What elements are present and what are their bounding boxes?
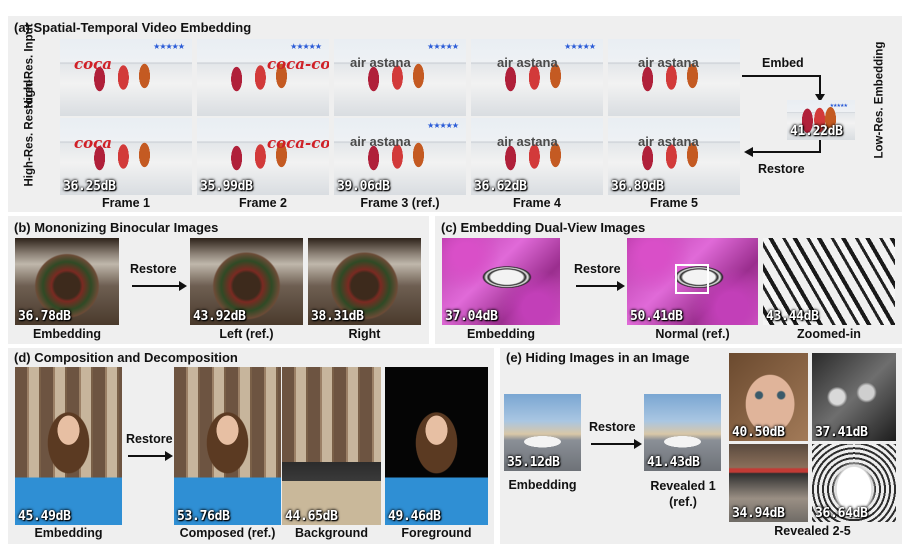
restore-label-a: Restore bbox=[758, 162, 805, 176]
caption-b-embedding: Embedding bbox=[32, 327, 102, 341]
binocular-embedding: 36.78dB bbox=[15, 238, 119, 325]
psnr-frame-5: 36.80dB bbox=[611, 179, 664, 194]
caption-d-foreground: Foreground bbox=[401, 526, 472, 540]
caption-d-embedding: Embedding bbox=[34, 526, 103, 540]
dual-view-zoomed: 43.44dB bbox=[763, 238, 895, 325]
panel-c-title: (c) Embedding Dual-View Images bbox=[441, 220, 646, 235]
frame-caption-3: Frame 3 (ref.) bbox=[360, 196, 440, 210]
frame-4-restored: air astana 36.62dB bbox=[471, 118, 603, 195]
lowres-label: Low-Res. Embedding bbox=[873, 41, 886, 159]
caption-c-normal: Normal (ref.) bbox=[655, 327, 730, 341]
frame-caption-1: Frame 1 bbox=[102, 196, 150, 210]
restore-arrow-d bbox=[128, 451, 173, 461]
caption-b-left: Left (ref.) bbox=[219, 327, 274, 341]
frame-2-restored: coca-cola 35.99dB bbox=[197, 118, 329, 195]
psnr-b-right: 38.31dB bbox=[311, 309, 364, 324]
psnr-e-hidden-5: 36.64dB bbox=[815, 506, 868, 521]
frame-2-input: coca-cola★★★★★ bbox=[197, 39, 329, 116]
psnr-frame-1: 36.25dB bbox=[63, 179, 116, 194]
frame-caption-2: Frame 2 bbox=[239, 196, 287, 210]
psnr-e-embedding: 35.12dB bbox=[507, 455, 560, 470]
psnr-d-foreground: 49.46dB bbox=[388, 509, 441, 524]
caption-e-embedding: Embedding bbox=[508, 478, 577, 492]
embed-arrow bbox=[742, 75, 825, 102]
hidden-image-4: 34.94dB bbox=[729, 444, 808, 522]
psnr-e-hidden-2: 40.50dB bbox=[732, 425, 785, 440]
frame-3-restored: air astana★★★★★ 39.06dB bbox=[334, 118, 466, 195]
psnr-b-left: 43.92dB bbox=[193, 309, 246, 324]
psnr-lowres: 41.22dB bbox=[790, 124, 843, 139]
caption-c-embedding: Embedding bbox=[466, 327, 536, 341]
caption-b-right: Right bbox=[348, 327, 381, 341]
restore-arrow-b bbox=[132, 281, 187, 291]
composition-composed: 53.76dB bbox=[174, 367, 281, 525]
hiding-revealed-1: 41.43dB bbox=[644, 394, 721, 471]
row-label-restored: High-Res. Restored bbox=[23, 79, 36, 187]
dual-view-normal: 50.41dB bbox=[627, 238, 758, 325]
caption-e-revealed-1: Revealed 1 (ref.) bbox=[650, 479, 716, 509]
frame-1-input: coca★★★★★ bbox=[60, 39, 192, 116]
hiding-embedding: 35.12dB bbox=[504, 394, 581, 471]
caption-d-composed: Composed (ref.) bbox=[179, 526, 276, 540]
frame-3-input: air astana★★★★★ bbox=[334, 39, 466, 116]
caption-e-revealed-2-5: Revealed 2-5 bbox=[774, 524, 851, 538]
binocular-left: 43.92dB bbox=[190, 238, 303, 325]
frame-4-input: air astana★★★★★ bbox=[471, 39, 603, 116]
frame-5-input: air astana bbox=[608, 39, 740, 116]
psnr-e-revealed-1: 41.43dB bbox=[647, 455, 700, 470]
psnr-c-zoomed: 43.44dB bbox=[766, 309, 819, 324]
composition-background: 44.65dB bbox=[282, 367, 381, 525]
frame-1-restored: coca 36.25dB bbox=[60, 118, 192, 195]
psnr-frame-3: 39.06dB bbox=[337, 179, 390, 194]
embed-label: Embed bbox=[762, 56, 804, 70]
psnr-b-embedding: 36.78dB bbox=[18, 309, 71, 324]
restore-label-b: Restore bbox=[130, 262, 177, 276]
restore-label-c: Restore bbox=[574, 262, 621, 276]
binocular-right: 38.31dB bbox=[308, 238, 421, 325]
panel-a-title: (a) Spatial-Temporal Video Embedding bbox=[14, 20, 252, 35]
restore-arrow-a bbox=[744, 140, 821, 157]
hidden-image-5: 36.64dB bbox=[812, 444, 896, 522]
psnr-frame-2: 35.99dB bbox=[200, 179, 253, 194]
psnr-e-hidden-3: 37.41dB bbox=[815, 425, 868, 440]
psnr-d-composed: 53.76dB bbox=[177, 509, 230, 524]
restore-label-d: Restore bbox=[126, 432, 173, 446]
psnr-c-embedding: 37.04dB bbox=[445, 309, 498, 324]
caption-d-background: Background bbox=[295, 526, 368, 540]
restore-label-e: Restore bbox=[589, 420, 636, 434]
psnr-e-hidden-4: 34.94dB bbox=[732, 506, 785, 521]
zoom-region-box bbox=[675, 264, 709, 294]
hidden-image-3: 37.41dB bbox=[812, 353, 896, 441]
panel-e-title: (e) Hiding Images in an Image bbox=[506, 350, 690, 365]
composition-foreground: 49.46dB bbox=[385, 367, 488, 525]
lowres-embedding: ★★★★★ 41.22dB bbox=[787, 100, 855, 140]
dual-view-embedding: 37.04dB bbox=[442, 238, 560, 325]
frame-5-restored: air astana 36.80dB bbox=[608, 118, 740, 195]
frame-caption-4: Frame 4 bbox=[513, 196, 561, 210]
psnr-c-normal: 50.41dB bbox=[630, 309, 683, 324]
frame-caption-5: Frame 5 bbox=[650, 196, 698, 210]
composition-embedding: 45.49dB bbox=[15, 367, 122, 525]
restore-arrow-e bbox=[591, 439, 642, 449]
panel-d-title: (d) Composition and Decomposition bbox=[14, 350, 238, 365]
psnr-d-embedding: 45.49dB bbox=[18, 509, 71, 524]
psnr-d-background: 44.65dB bbox=[285, 509, 338, 524]
psnr-frame-4: 36.62dB bbox=[474, 179, 527, 194]
caption-c-zoomed: Zoomed-in bbox=[797, 327, 861, 341]
restore-arrow-c bbox=[576, 281, 625, 291]
hidden-image-2: 40.50dB bbox=[729, 353, 808, 441]
panel-b-title: (b) Mononizing Binocular Images bbox=[14, 220, 219, 235]
